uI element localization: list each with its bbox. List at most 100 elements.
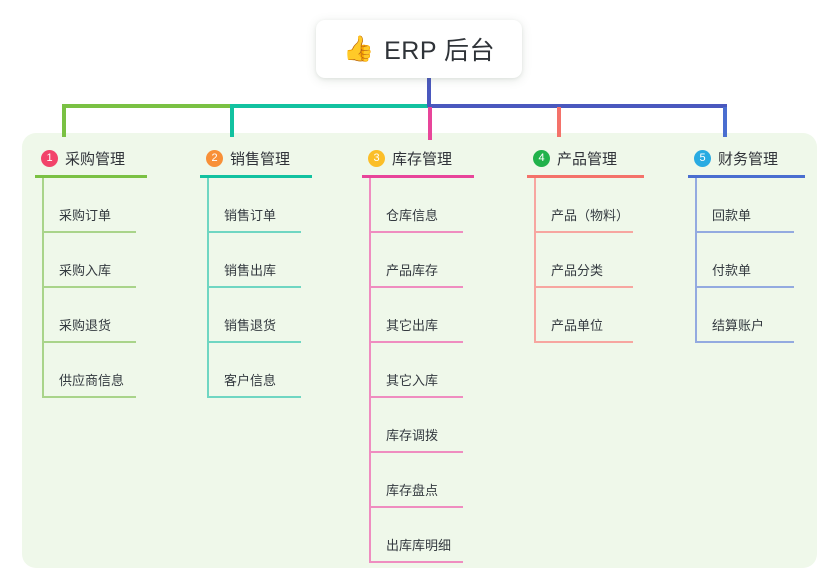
branch-item-rule [695,286,794,288]
branch-item-rule [369,561,463,563]
connector-stub-采购管理 [62,107,66,137]
branch-spine [42,178,44,398]
branch-item-label: 产品分类 [551,263,604,278]
branch-item-rule [534,286,633,288]
branches-panel [22,133,817,568]
branch-title: 库存管理 [392,150,453,168]
branch-item-label: 客户信息 [224,373,277,388]
branch-index-badge: 3 [368,149,385,167]
branch-item-rule [695,341,794,343]
branch-item-list: 销售订单销售出库销售退货客户信息 [200,178,312,398]
branch-item[interactable]: 出库库明细 [362,508,474,563]
branch-item-rule [534,341,633,343]
connector-bar-segment-1 [62,104,230,108]
branch-title: 采购管理 [65,150,126,168]
branch-item-rule [42,231,136,233]
branch-item[interactable]: 库存盘点 [362,453,474,508]
connector-stub-销售管理 [230,107,234,137]
branch-item-label: 产品单位 [551,318,604,333]
branch-item[interactable]: 回款单 [688,178,805,233]
branch-header-财务管理[interactable]: 5 财务管理 [688,147,805,169]
branch-item-rule [534,231,633,233]
branch-column-财务管理[interactable]: 5 财务管理回款单付款单结算账户 [688,147,805,343]
branch-item-label: 回款单 [712,208,752,223]
branch-item-label: 销售订单 [224,208,277,223]
branch-item-label: 出库库明细 [386,538,452,553]
branch-item[interactable]: 采购订单 [35,178,147,233]
branch-header-rule [362,175,474,178]
branch-item[interactable]: 产品库存 [362,233,474,288]
branch-item[interactable]: 产品（物料） [527,178,644,233]
root-node[interactable]: 👍 ERP 后台 [316,20,522,78]
branch-item-label: 产品库存 [386,263,439,278]
branch-item-rule [207,396,301,398]
branch-header-rule [35,175,147,178]
branch-item[interactable]: 销售退货 [200,288,312,343]
root-node-content: 👍 ERP 后台 [343,31,495,67]
branch-column-库存管理[interactable]: 3 库存管理仓库信息产品库存其它出库其它入库库存调拨库存盘点出库库明细 [362,147,474,563]
thumbs-up-icon: 👍 [342,34,375,63]
branch-header-产品管理[interactable]: 4 产品管理 [527,147,644,169]
branch-item-label: 采购订单 [59,208,112,223]
branch-item-list: 仓库信息产品库存其它出库其它入库库存调拨库存盘点出库库明细 [362,178,474,563]
branch-index-badge: 5 [694,149,711,167]
branch-item[interactable]: 产品分类 [527,233,644,288]
branch-title: 产品管理 [557,150,618,168]
branch-column-采购管理[interactable]: 1 采购管理采购订单采购入库采购退货供应商信息 [35,147,147,398]
branch-item-label: 其它出库 [386,318,439,333]
branch-item-rule [42,396,136,398]
branch-item[interactable]: 结算账户 [688,288,805,343]
branch-item[interactable]: 采购退货 [35,288,147,343]
branch-item-label: 销售出库 [224,263,277,278]
branch-title: 财务管理 [718,150,779,168]
branch-spine [695,178,697,343]
connector-bar-segment-2 [230,104,429,108]
branch-item[interactable]: 销售订单 [200,178,312,233]
branch-item-label: 仓库信息 [386,208,439,223]
branch-item-rule [369,506,463,508]
connector-stub-产品管理 [557,107,561,137]
root-node-title: ERP 后台 [384,37,496,65]
branch-item[interactable]: 付款单 [688,233,805,288]
branch-spine [369,178,371,563]
branch-item-rule [369,286,463,288]
branch-item[interactable]: 产品单位 [527,288,644,343]
branch-item[interactable]: 销售出库 [200,233,312,288]
branch-item-label: 采购退货 [59,318,112,333]
branch-item[interactable]: 其它入库 [362,343,474,398]
branch-item-rule [207,286,301,288]
branch-header-库存管理[interactable]: 3 库存管理 [362,147,474,169]
branch-item-rule [207,341,301,343]
branch-item-list: 产品（物料） 产品分类产品单位 [527,178,644,343]
branch-item-rule [207,231,301,233]
connector-stub-财务管理 [723,107,727,137]
branch-item-rule [369,451,463,453]
branch-item[interactable]: 其它出库 [362,288,474,343]
branch-column-产品管理[interactable]: 4 产品管理产品（物料） 产品分类产品单位 [527,147,644,343]
branch-spine [207,178,209,398]
branch-item[interactable]: 供应商信息 [35,343,147,398]
connector-stub-库存管理 [428,107,432,140]
branch-item[interactable]: 采购入库 [35,233,147,288]
branch-header-rule [527,175,644,178]
branch-spine [534,178,536,343]
branch-item[interactable]: 库存调拨 [362,398,474,453]
branch-item-label: 供应商信息 [59,373,125,388]
branch-header-采购管理[interactable]: 1 采购管理 [35,147,147,169]
branch-item-list: 回款单付款单结算账户 [688,178,805,343]
branch-index-badge: 4 [533,149,550,167]
branch-item-label: 其它入库 [386,373,439,388]
branch-item-label: 付款单 [712,263,752,278]
branch-item-label: 库存盘点 [386,483,439,498]
branch-index-badge: 1 [41,149,58,167]
root-connector-vertical [427,78,431,107]
branch-item[interactable]: 客户信息 [200,343,312,398]
branch-item-label: 结算账户 [712,318,765,333]
branch-item[interactable]: 仓库信息 [362,178,474,233]
branch-item-rule [42,286,136,288]
branch-item-label: 产品（物料） [551,208,630,223]
branch-item-rule [369,231,463,233]
